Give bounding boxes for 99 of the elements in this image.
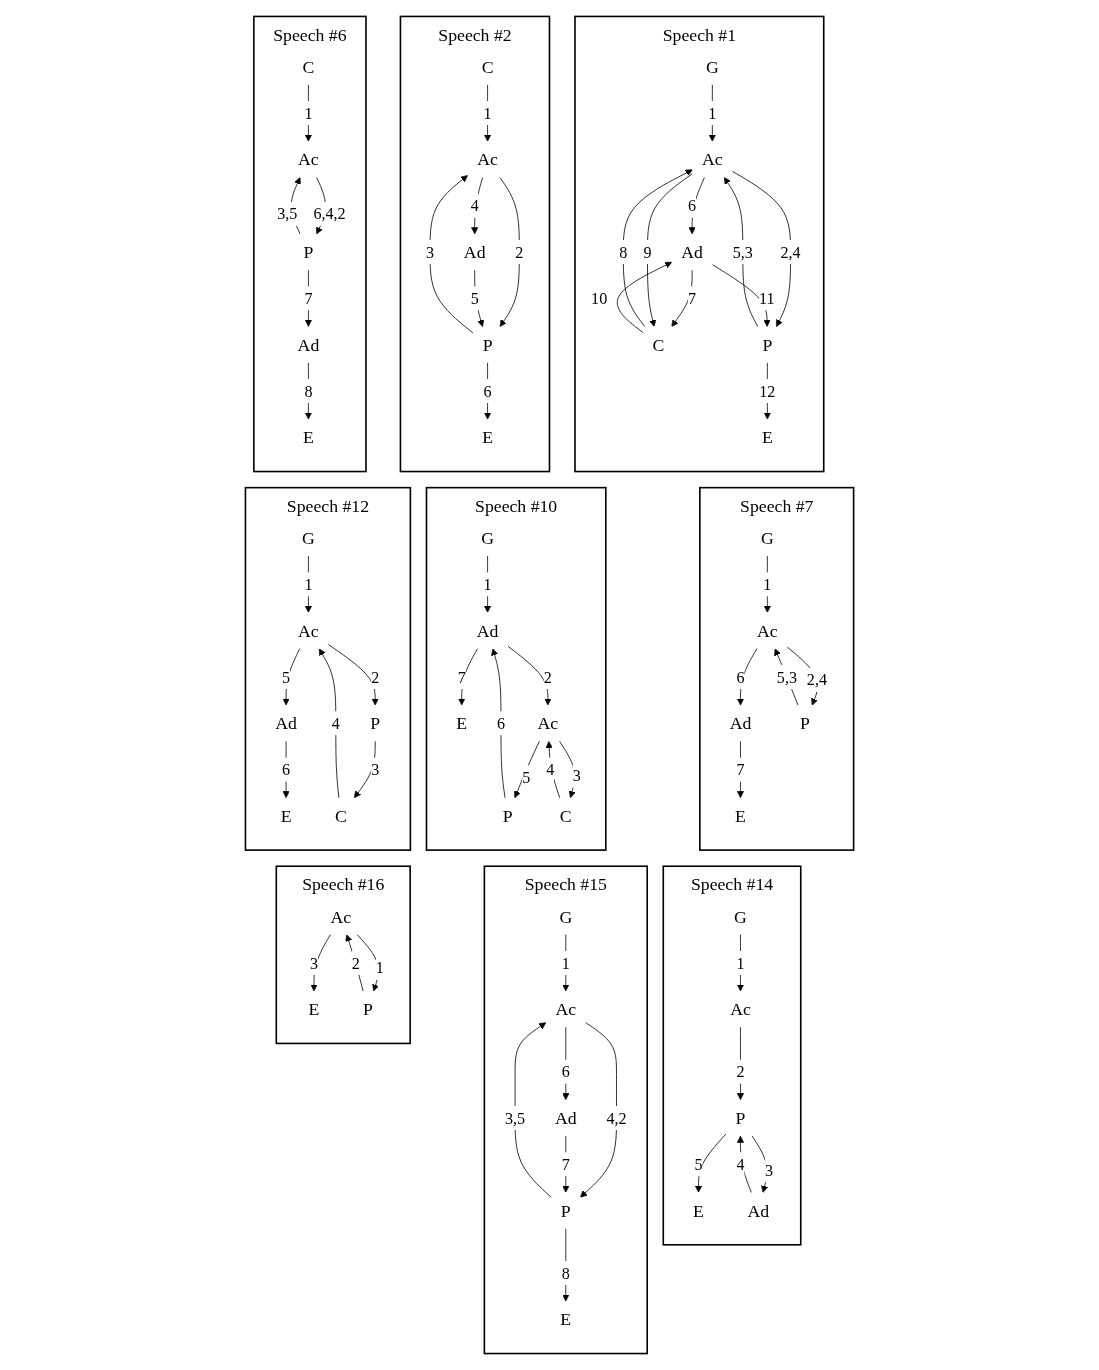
edge-label: 9 <box>643 243 652 261</box>
node-text: C <box>302 56 315 77</box>
edge-label: 2 <box>351 954 360 972</box>
node-text: Ad <box>747 1200 770 1221</box>
edge-label: 1 <box>304 575 313 594</box>
node-text: Ac <box>298 620 319 641</box>
node-text: Ac <box>330 906 352 927</box>
edge-label: 3 <box>371 760 380 779</box>
node-text: P <box>800 713 810 734</box>
node-text: Ac <box>756 620 778 641</box>
edge-label: 6 <box>688 196 697 215</box>
node-text: G <box>705 56 719 77</box>
edge-label: 12 <box>759 382 776 400</box>
node-text: Ad <box>681 241 703 263</box>
node-text: E <box>280 805 292 826</box>
edge-label: 8 <box>561 1264 570 1282</box>
node-text: E <box>308 999 320 1020</box>
edge-label: 5 <box>522 768 531 787</box>
node-text: P <box>362 999 373 1020</box>
node-text: E <box>735 805 746 826</box>
edge-label: 4 <box>736 1155 745 1174</box>
edge-label: 3 <box>572 766 581 785</box>
node-text: C <box>481 56 494 77</box>
edge-label: 5,3 <box>732 243 753 261</box>
node-text: Ac <box>477 149 498 170</box>
edge-label: 7 <box>457 668 466 686</box>
edge-label: 6 <box>561 1062 570 1081</box>
edge-label: 5 <box>694 1155 703 1174</box>
edge-label: 6 <box>496 714 505 733</box>
node-text: G <box>301 527 315 549</box>
node-text: P <box>502 805 513 826</box>
edge-label: 2 <box>515 243 524 261</box>
node-text: Ac <box>730 999 751 1020</box>
edge-label: 8 <box>304 382 313 400</box>
edge-label: 3 <box>425 243 435 261</box>
node-text: G <box>481 527 494 549</box>
edge-label: 1 <box>708 104 717 122</box>
node-text: E <box>302 427 314 448</box>
node-text: P <box>735 1107 746 1129</box>
node-text: C <box>652 334 665 355</box>
edge-label: 2 <box>371 668 380 686</box>
node-text: G <box>760 527 774 549</box>
node-text: Ad <box>554 1107 577 1129</box>
edge-label: 10 <box>591 289 608 308</box>
edge-label: 2 <box>736 1062 745 1081</box>
edge-label: 4,2 <box>606 1109 627 1127</box>
node-text: E <box>456 713 468 734</box>
edge-label: 2,4 <box>806 670 827 689</box>
node-text: C <box>559 805 572 826</box>
node-text: Ad <box>729 713 752 734</box>
node-text: E <box>560 1309 572 1330</box>
edge-label: 3,5 <box>277 204 298 223</box>
edge-label: 1 <box>375 958 384 977</box>
edge-label: 7 <box>736 760 745 779</box>
edge-label: 1 <box>483 104 492 122</box>
edge-label: 6,4,2 <box>313 204 346 223</box>
edge-label: 7 <box>561 1155 570 1174</box>
edge-label: 4 <box>546 760 555 779</box>
edge-label: 7 <box>304 289 313 308</box>
node-text: E <box>693 1200 704 1221</box>
node-text: G <box>559 906 573 927</box>
edge-label: 6 <box>282 760 291 779</box>
node-text: Ad <box>476 620 499 641</box>
node-text: C <box>334 805 347 826</box>
edge-label: 1 <box>483 575 492 594</box>
node-text: Ac <box>555 999 577 1020</box>
node-text: P <box>303 241 314 263</box>
edge-label: 5 <box>470 289 479 308</box>
node-text: P <box>762 334 773 355</box>
node-text: P <box>560 1200 571 1221</box>
node-text: Ad <box>275 713 297 734</box>
edge-label: 7 <box>688 289 697 308</box>
edge-label: 6 <box>736 668 745 686</box>
edge-label: 1 <box>561 954 570 972</box>
edge-label: 6 <box>483 382 492 400</box>
edge-label: 1 <box>304 104 313 122</box>
edge-label: 5,3 <box>776 668 797 686</box>
edge-label: 3 <box>309 954 318 972</box>
edge-label: 3,5 <box>504 1109 526 1127</box>
edge-label: 8 <box>619 243 628 261</box>
edge-label: 2,4 <box>780 243 801 261</box>
edge-label: 5 <box>282 668 291 686</box>
edge-label: 11 <box>758 289 775 308</box>
edge-label: 1 <box>736 954 745 972</box>
node-text: G <box>734 906 747 927</box>
node-text: Ac <box>537 713 559 734</box>
node-text: Ac <box>701 149 723 170</box>
node-text: Ac <box>298 149 319 170</box>
edge-label: 4 <box>470 196 479 215</box>
node-text: P <box>482 334 493 355</box>
node-text: E <box>482 427 493 448</box>
edge-label: 2 <box>543 668 552 686</box>
node-text: Ad <box>297 334 320 355</box>
edge-label: 4 <box>331 714 340 733</box>
edge-label: 3 <box>765 1161 774 1180</box>
node-text: E <box>761 427 773 448</box>
node-text: Ad <box>463 241 486 263</box>
edge-label: 1 <box>763 575 772 594</box>
node-text: P <box>370 713 381 734</box>
